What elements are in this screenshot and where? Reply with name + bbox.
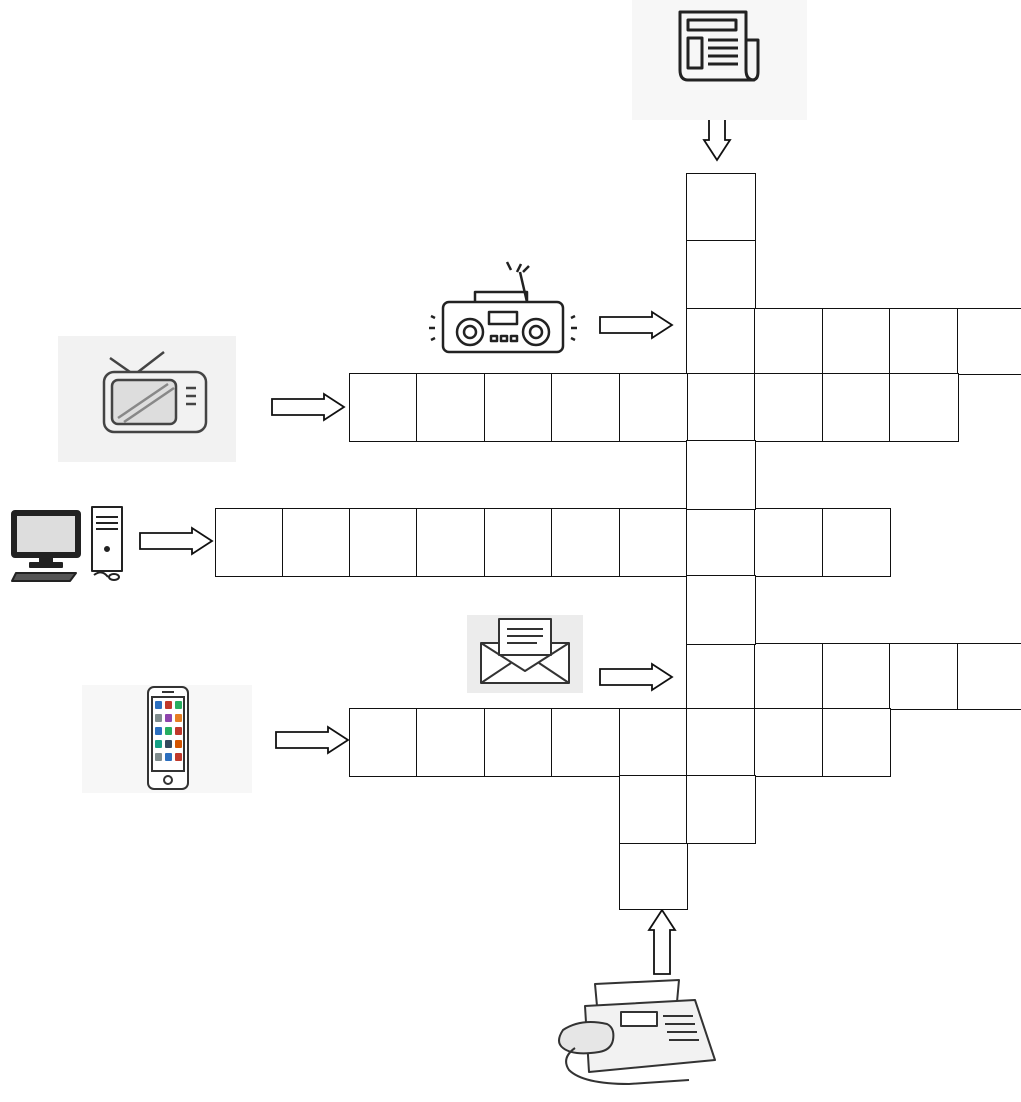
crossword-cell[interactable] xyxy=(686,775,756,844)
crossword-cell[interactable] xyxy=(619,775,688,844)
crossword-cell[interactable] xyxy=(619,842,688,910)
crossword-cell[interactable] xyxy=(484,708,553,777)
newspaper-icon xyxy=(632,0,807,120)
crossword-cell[interactable] xyxy=(686,440,756,510)
crossword-cell[interactable] xyxy=(957,643,1021,710)
crossword-cell[interactable] xyxy=(754,708,824,777)
crossword-cell[interactable] xyxy=(686,643,756,710)
crossword-cell[interactable] xyxy=(619,508,688,577)
crossword-cell[interactable] xyxy=(822,308,891,375)
crossword-cell[interactable] xyxy=(889,308,959,375)
crossword-cell[interactable] xyxy=(822,643,891,710)
crossword-cell[interactable] xyxy=(957,308,1021,375)
crossword-cell[interactable] xyxy=(484,508,553,577)
crossword-cell[interactable] xyxy=(349,708,418,777)
crossword-cell[interactable] xyxy=(686,575,756,645)
crossword-cell[interactable] xyxy=(686,173,756,242)
television-arrow xyxy=(271,392,346,422)
crossword-cell[interactable] xyxy=(889,373,959,442)
crossword-cell[interactable] xyxy=(686,308,756,375)
crossword-cell[interactable] xyxy=(754,373,824,442)
smartphone-icon xyxy=(82,685,252,793)
crossword-cell[interactable] xyxy=(282,508,351,577)
radio-icon xyxy=(425,258,580,363)
crossword-cell[interactable] xyxy=(619,373,688,442)
fax-machine-icon xyxy=(555,976,725,1097)
radio-arrow xyxy=(599,310,674,340)
email-arrow xyxy=(599,662,674,692)
crossword-cell[interactable] xyxy=(484,373,553,442)
computer-arrow xyxy=(139,526,214,556)
crossword-cell[interactable] xyxy=(754,308,824,375)
computer-icon xyxy=(10,505,130,585)
crossword-cell[interactable] xyxy=(619,708,688,777)
crossword-cell[interactable] xyxy=(686,508,756,577)
email-icon xyxy=(467,615,583,693)
fax-arrow xyxy=(647,908,677,975)
crossword-cell[interactable] xyxy=(822,708,891,777)
crossword-cell[interactable] xyxy=(754,508,824,577)
crossword-cell[interactable] xyxy=(889,643,959,710)
crossword-cell[interactable] xyxy=(551,708,621,777)
crossword-cell[interactable] xyxy=(416,508,486,577)
crossword-cell[interactable] xyxy=(349,373,418,442)
crossword-cell[interactable] xyxy=(551,373,621,442)
crossword-cell[interactable] xyxy=(686,373,756,442)
smartphone-arrow xyxy=(275,725,350,755)
crossword-cell[interactable] xyxy=(754,643,824,710)
crossword-cell[interactable] xyxy=(551,508,621,577)
crossword-cell[interactable] xyxy=(686,240,756,310)
television-icon xyxy=(58,336,236,462)
crossword-cell[interactable] xyxy=(416,373,486,442)
crossword-cell[interactable] xyxy=(822,373,891,442)
crossword-cell[interactable] xyxy=(416,708,486,777)
crossword-cell[interactable] xyxy=(349,508,418,577)
crossword-cell[interactable] xyxy=(822,508,891,577)
crossword-cell[interactable] xyxy=(215,508,284,577)
crossword-cell[interactable] xyxy=(686,708,756,777)
